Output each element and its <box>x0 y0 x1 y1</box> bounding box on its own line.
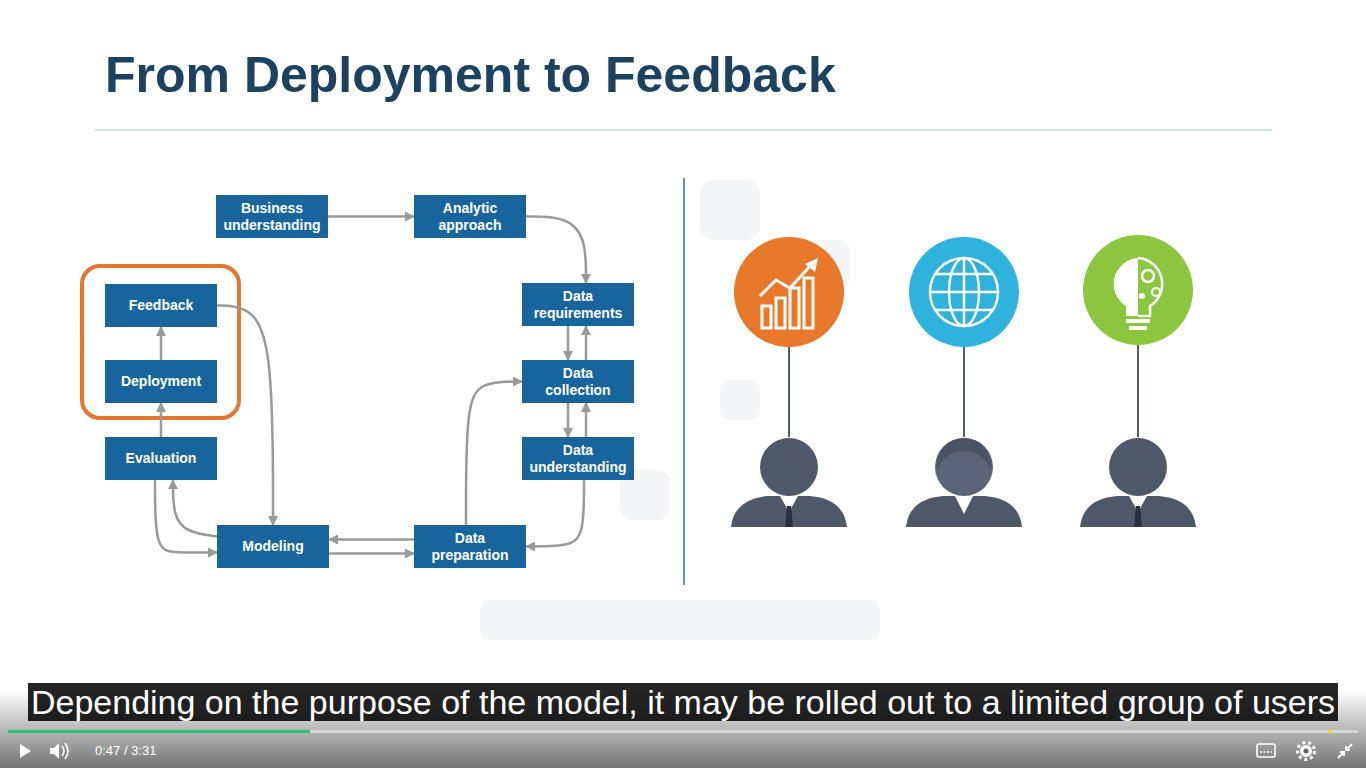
process-box: Feedback <box>105 284 217 327</box>
process-box: Data understanding <box>522 437 634 480</box>
subtitle-box: Depending on the purpose of the model, i… <box>10 680 1356 724</box>
chart-icon <box>734 237 844 347</box>
title-rule <box>95 129 1272 130</box>
process-box: Data preparation <box>414 525 526 568</box>
flow-arrow <box>329 538 414 541</box>
person-figure <box>906 438 1022 527</box>
process-box: Deployment <box>105 360 217 403</box>
box-label: Business understanding <box>223 200 321 234</box>
box-label: Feedback <box>129 297 194 314</box>
box-label: Evaluation <box>126 450 197 467</box>
flow-arrow <box>585 326 588 360</box>
flow-arrow <box>585 403 588 437</box>
process-box: Data collection <box>522 360 634 403</box>
person-figure <box>731 438 847 527</box>
highlight-frame <box>82 266 239 418</box>
flow-arrow <box>567 326 570 360</box>
divider <box>683 178 685 585</box>
stems <box>789 345 1138 437</box>
flow-arrow <box>466 382 522 526</box>
flow-arrow <box>160 403 163 437</box>
flow-arrow <box>567 403 570 437</box>
flow-arrow <box>329 552 414 555</box>
globe-icon <box>909 237 1019 347</box>
process-box: Business understanding <box>216 195 328 238</box>
box-label: Data preparation <box>421 530 519 564</box>
flow-arrow <box>526 217 586 284</box>
box-label: Data understanding <box>529 442 627 476</box>
flow-arrow <box>328 215 414 218</box>
flow-arrow <box>217 306 273 526</box>
watermark <box>480 180 880 640</box>
time-display: 0:47 / 3:31 <box>95 743 156 758</box>
person-figure <box>1080 438 1196 527</box>
flow-arrow <box>155 480 217 553</box>
flow-arrow <box>160 327 163 360</box>
box-label: Deployment <box>121 373 201 390</box>
flow-arrow <box>526 480 584 547</box>
box-label: Modeling <box>242 538 303 555</box>
video-subtitle: Depending on the purpose of the model, i… <box>28 683 1338 721</box>
bulb-icon <box>1083 235 1193 345</box>
process-box: Modeling <box>217 525 329 568</box>
box-label: Data requirements <box>529 288 627 322</box>
box-label: Data collection <box>529 365 627 399</box>
process-box: Evaluation <box>105 437 217 480</box>
flow-arrow <box>173 480 217 537</box>
slide-title: From Deployment to Feedback <box>105 46 836 104</box>
box-label: Analytic approach <box>421 200 519 234</box>
process-box: Data requirements <box>522 283 634 326</box>
process-box: Analytic approach <box>414 195 526 238</box>
